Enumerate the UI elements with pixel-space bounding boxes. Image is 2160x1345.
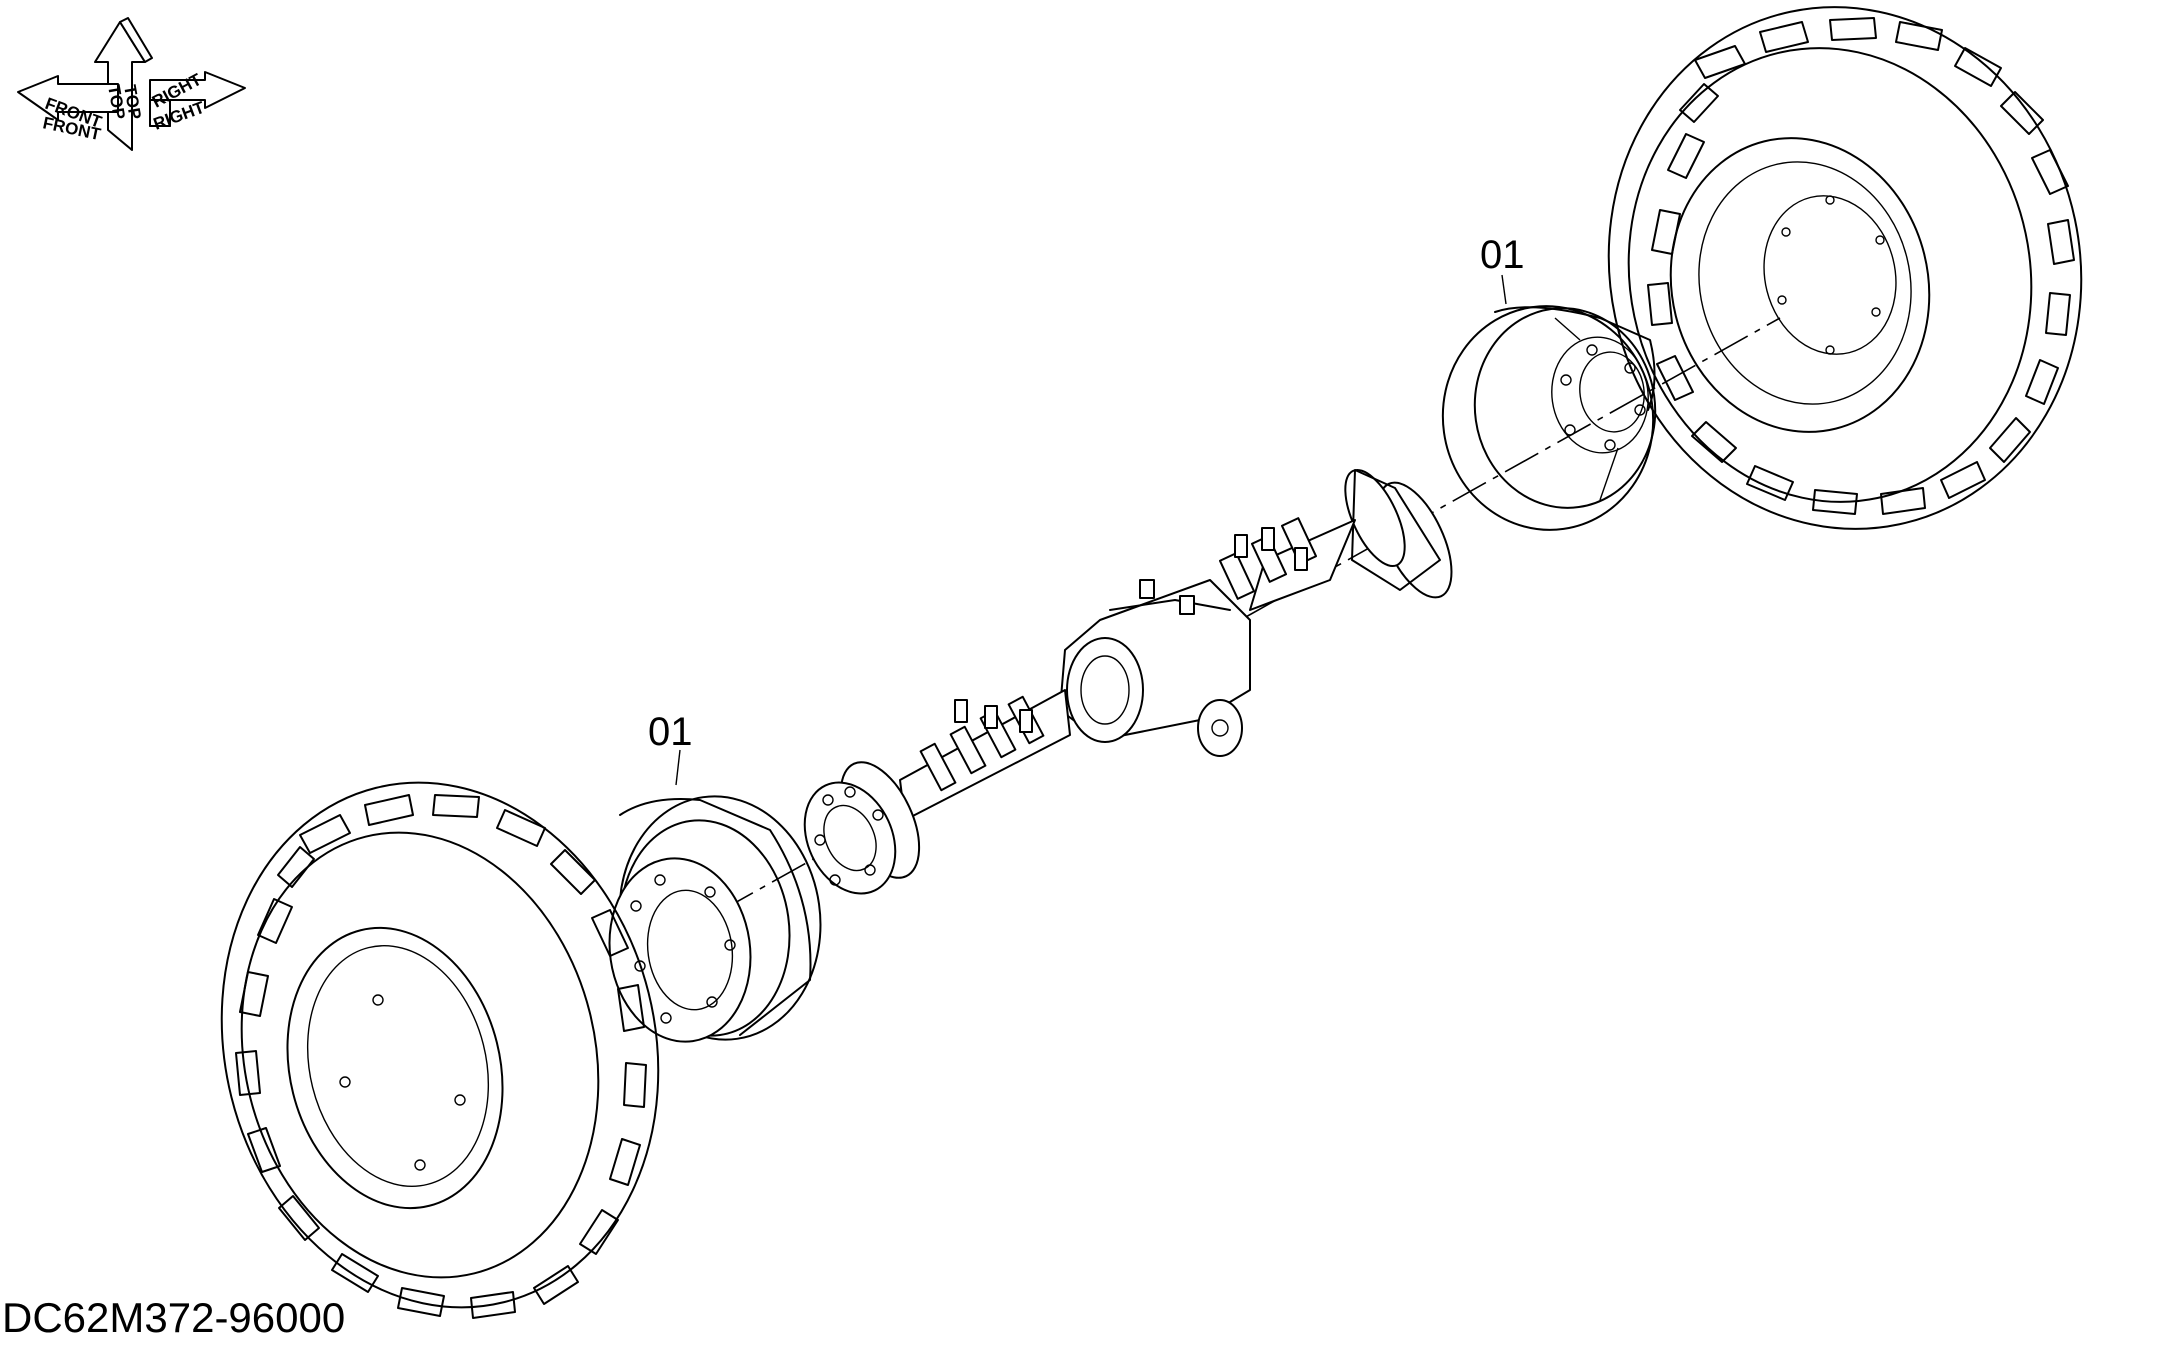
right-lug-holes bbox=[1777, 195, 1885, 355]
right-tire-tread bbox=[1647, 17, 2075, 515]
left-wheel bbox=[220, 781, 660, 1319]
front-arrow-icon bbox=[17, 75, 119, 121]
callout-01-right: 01 bbox=[1480, 233, 1525, 277]
left-wheel-rim-disc bbox=[608, 795, 822, 1043]
callout-01-left: 01 bbox=[648, 710, 693, 754]
right-rim-outer bbox=[1669, 137, 1931, 433]
callout-leader-right bbox=[1501, 274, 1507, 305]
left-rim-inner bbox=[306, 945, 490, 1187]
right-wheel bbox=[1607, 6, 2083, 530]
left-rim-outer bbox=[286, 926, 504, 1210]
callout-leader-left bbox=[675, 749, 681, 786]
right-tire-sidewall bbox=[1627, 47, 2033, 503]
left-lug-holes bbox=[339, 994, 466, 1171]
left-tire-tread bbox=[235, 794, 647, 1319]
up-arrow-icon bbox=[94, 21, 146, 151]
right-hub-disc bbox=[1763, 195, 1897, 355]
left-tire-sidewall bbox=[240, 831, 600, 1279]
right-rim-inner bbox=[1698, 161, 1912, 405]
right-tire-outer bbox=[1607, 6, 2083, 530]
orientation-indicator: FRONT FRONT TOP TOP RIGHT RIGHT bbox=[17, 17, 246, 151]
differential-flange bbox=[1066, 637, 1144, 743]
left-tire-outer bbox=[220, 781, 660, 1309]
pinion-flange bbox=[1197, 699, 1243, 757]
drawing-number: DC62M372-96000 bbox=[2, 1294, 345, 1341]
axle-assembly bbox=[803, 468, 1453, 895]
right-wheel-rim-disc bbox=[1441, 305, 1657, 531]
